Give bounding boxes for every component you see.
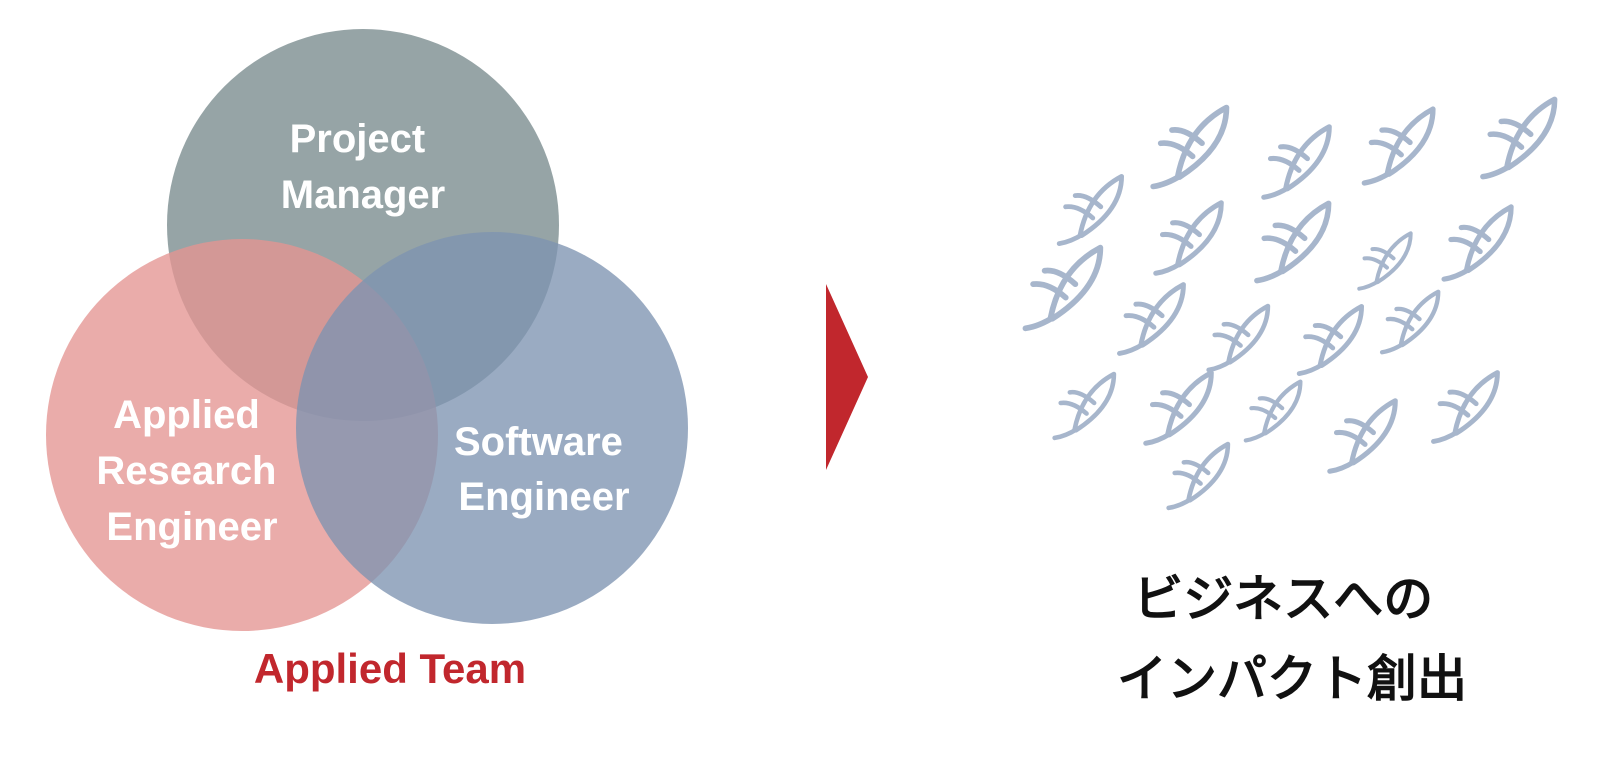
venn-diagram: Project Manager Applied Research Enginee… <box>46 29 688 692</box>
rocket-icon <box>1299 306 1361 373</box>
rocket-icon <box>1444 207 1511 279</box>
rocket-icon <box>1330 401 1396 472</box>
rocket-icon <box>1357 231 1413 291</box>
rocket-icon <box>1055 374 1114 438</box>
label-are-line-1: Applied <box>113 393 260 437</box>
rocket-icon <box>1483 99 1555 176</box>
rocket-icon <box>1433 373 1497 442</box>
circle-software-engineer <box>296 232 688 624</box>
rocket-icon <box>1146 373 1212 444</box>
rocket-swarm <box>1025 99 1554 508</box>
rocket-icon <box>1264 127 1330 198</box>
rocket-icon <box>1025 248 1100 329</box>
label-project-manager: Project Manager <box>281 117 446 217</box>
impact-caption-line-1: ビジネスへの <box>1133 570 1433 628</box>
rocket-icon <box>1156 203 1222 274</box>
impact-caption-line-2: インパクト創出 <box>1117 650 1467 708</box>
impact-caption: ビジネスへの インパクト創出 <box>1117 570 1467 708</box>
arrow-right-icon <box>826 284 868 470</box>
rocket-icon <box>1364 109 1433 183</box>
label-se-line-1: Software <box>454 420 623 464</box>
rocket-icon <box>1153 108 1226 187</box>
team-label: Applied Team <box>254 645 526 692</box>
rocket-icon <box>1119 285 1183 354</box>
rocket-icon <box>1382 292 1438 352</box>
label-se-line-2: Engineer <box>458 475 629 519</box>
rocket-icon <box>1169 444 1228 508</box>
label-applied-research-engineer: Applied Research Engineer <box>96 393 287 549</box>
rocket-icon <box>1246 382 1301 441</box>
label-are-line-2: Research <box>96 449 276 493</box>
label-project-manager-line-1: Project <box>290 117 426 161</box>
rocket-icon <box>1059 176 1121 243</box>
label-are-line-3: Engineer <box>106 505 277 549</box>
rocket-icon <box>1257 203 1329 280</box>
label-project-manager-line-2: Manager <box>281 173 446 217</box>
rocket-icon <box>1209 306 1268 370</box>
label-software-engineer: Software Engineer <box>454 420 634 519</box>
